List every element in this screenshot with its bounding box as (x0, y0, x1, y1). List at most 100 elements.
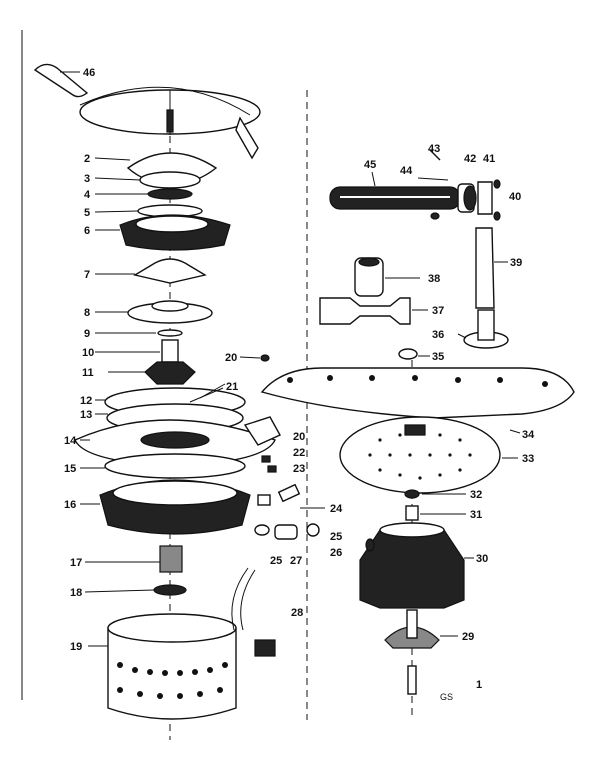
label-37: 37 (432, 305, 444, 317)
part-42-gasket (463, 185, 477, 211)
part-38-top (358, 257, 380, 267)
leader-34 (509, 429, 521, 434)
part-31-shaft (405, 505, 419, 521)
part-25-grommet (254, 524, 270, 536)
label-19: 19 (70, 641, 82, 653)
label-6: 6 (84, 225, 90, 237)
label-13: 13 (80, 409, 92, 421)
part-6-opening (135, 215, 209, 233)
part-27-solenoid (274, 524, 298, 540)
part-8-hub (151, 300, 189, 312)
label-45: 45 (364, 159, 376, 171)
label-5: 5 (84, 207, 90, 219)
label-24: 24 (330, 503, 343, 515)
part-9-washer (157, 329, 183, 337)
part-40-screw-a (493, 179, 501, 189)
part-45-inlet (329, 183, 475, 213)
diagram-code: GS (440, 692, 453, 702)
label-33: 33 (522, 453, 534, 465)
label-14: 14 (64, 435, 77, 447)
label-25b: 25 (330, 531, 342, 543)
part-36-stem (477, 309, 495, 341)
label-20b: 20 (293, 431, 305, 443)
part-3-ring (139, 171, 201, 189)
leader-3 (94, 177, 141, 181)
part-7-impeller (133, 258, 207, 284)
label-18: 18 (70, 587, 82, 599)
label-25a: 25 (270, 555, 282, 567)
label-17: 17 (70, 557, 82, 569)
label-31: 31 (470, 509, 482, 521)
label-12: 12 (80, 395, 92, 407)
label-16: 16 (64, 499, 76, 511)
label-7: 7 (84, 269, 90, 281)
label-29: 29 (462, 631, 474, 643)
part-16-rim (112, 480, 238, 506)
leader-20a (239, 356, 261, 359)
part-30-screw (365, 538, 375, 552)
label-2: 2 (84, 153, 90, 165)
label-43: 43 (428, 143, 440, 155)
part-41-bracket (477, 181, 493, 215)
label-11: 11 (82, 367, 94, 379)
leader-21 (189, 387, 224, 403)
label-20a: 20 (225, 352, 237, 364)
label-21: 21 (226, 381, 238, 393)
label-30: 30 (476, 553, 488, 565)
part-15-ring (104, 453, 246, 479)
part-24-switch (277, 483, 301, 503)
label-4: 4 (84, 189, 91, 201)
part-46-hose (33, 63, 261, 160)
part-24b-block (257, 494, 271, 506)
label-22: 22 (293, 447, 305, 459)
label-28: 28 (291, 607, 303, 619)
leader-21b (199, 383, 226, 399)
part-20-screw (260, 354, 270, 362)
label-39: 39 (510, 257, 522, 269)
label-26: 26 (330, 547, 342, 559)
part-20b-bracket (243, 416, 281, 446)
label-15: 15 (64, 463, 76, 475)
label-34: 34 (522, 429, 535, 441)
part-18-slinger (153, 584, 187, 596)
part-40-screw-b (493, 211, 501, 221)
part-17-coupling (159, 545, 183, 573)
part-30-top (379, 522, 445, 538)
label-3: 3 (84, 173, 90, 185)
leader-36 (457, 333, 467, 339)
label-23: 23 (293, 463, 305, 475)
label-38: 38 (428, 273, 440, 285)
part-39-tube (475, 227, 495, 309)
part-32-washer (404, 489, 420, 499)
label-35: 35 (432, 351, 444, 363)
label-36: 36 (432, 329, 444, 341)
part-1-bolt (407, 665, 417, 695)
label-40: 40 (509, 191, 521, 203)
leader-18 (84, 589, 155, 593)
part-35-nut (398, 348, 418, 360)
label-27: 27 (290, 555, 302, 567)
part-11-chopper (144, 361, 196, 385)
part-37-gasket (319, 297, 411, 325)
part-14-hub (140, 431, 210, 449)
part-33-hub (404, 424, 426, 436)
label-8: 8 (84, 307, 90, 319)
part-23-clip (267, 465, 277, 473)
part-34-spray-arm (260, 367, 575, 419)
label-44: 44 (400, 165, 413, 177)
leader-44 (417, 177, 449, 181)
part-screw-bottom (430, 212, 440, 220)
part-30-housing (359, 529, 465, 609)
part-43-screw (429, 149, 441, 161)
label-1: 1 (476, 679, 482, 691)
part-19-motor (107, 613, 276, 720)
part-10-shaft (161, 339, 179, 363)
label-46: 46 (83, 67, 95, 79)
part-29-stem (406, 609, 418, 639)
part-26-nut (306, 523, 320, 537)
leader-5 (94, 210, 139, 213)
leader-45 (371, 171, 376, 187)
label-9: 9 (84, 328, 90, 340)
part-4-washer (147, 188, 193, 200)
